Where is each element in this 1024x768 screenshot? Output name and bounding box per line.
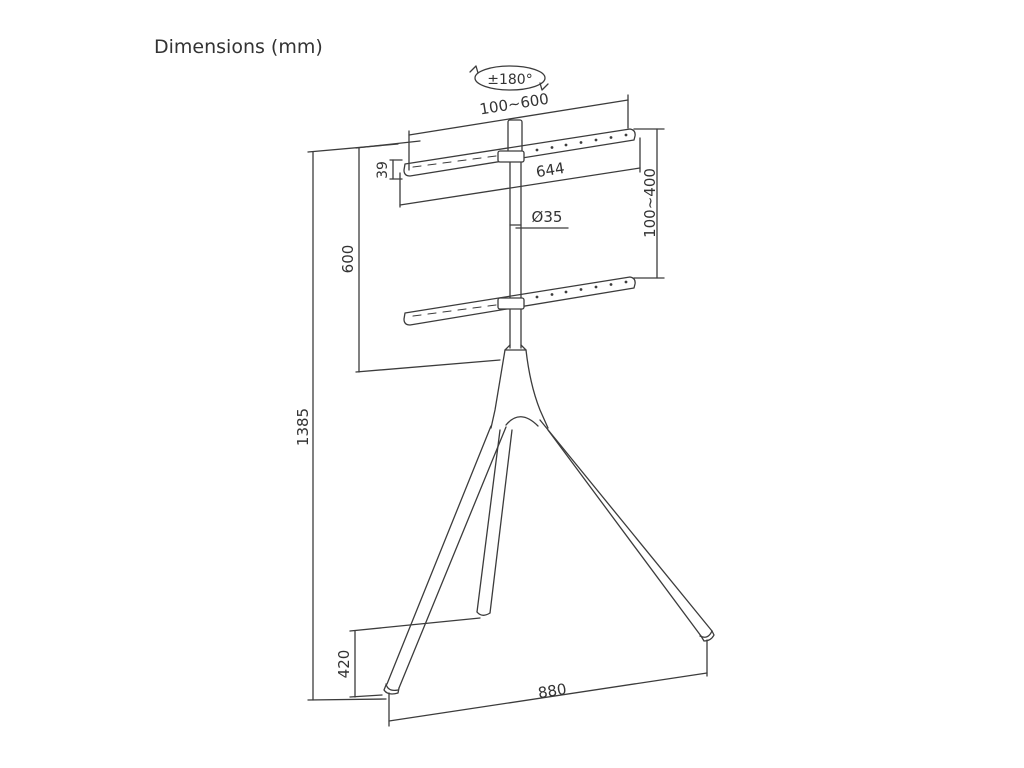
front-right-leg [539,419,715,642]
bracket-width-dimension [399,137,641,208]
total-height-dimension [307,143,399,701]
bracket-spacing-label: 600 [339,245,357,274]
lower-bracket [403,276,636,326]
vesa-vertical-label: 100~400 [641,168,659,238]
tripod-head [490,344,549,429]
rotation-label: ±180° [487,72,532,88]
rear-leg [476,429,513,616]
bracket-height-label: 39 [375,161,391,179]
total-height-label: 1385 [294,408,312,446]
rear-leg-height-label: 420 [335,650,353,679]
vesa-vertical-dimension [633,128,665,279]
bracket-height-dimension [389,159,403,180]
rotation-arrow-icon [469,65,549,91]
page-title: Dimensions (mm) [154,36,323,58]
upper-bracket [403,128,636,177]
bracket-width-label: 644 [535,159,566,181]
base-width-dimension [388,639,708,727]
rear-leg-height-dimension [349,617,481,698]
base-width-label: 880 [537,680,568,702]
pole-diameter-label: Ø35 [532,208,563,226]
front-left-leg [383,425,507,695]
